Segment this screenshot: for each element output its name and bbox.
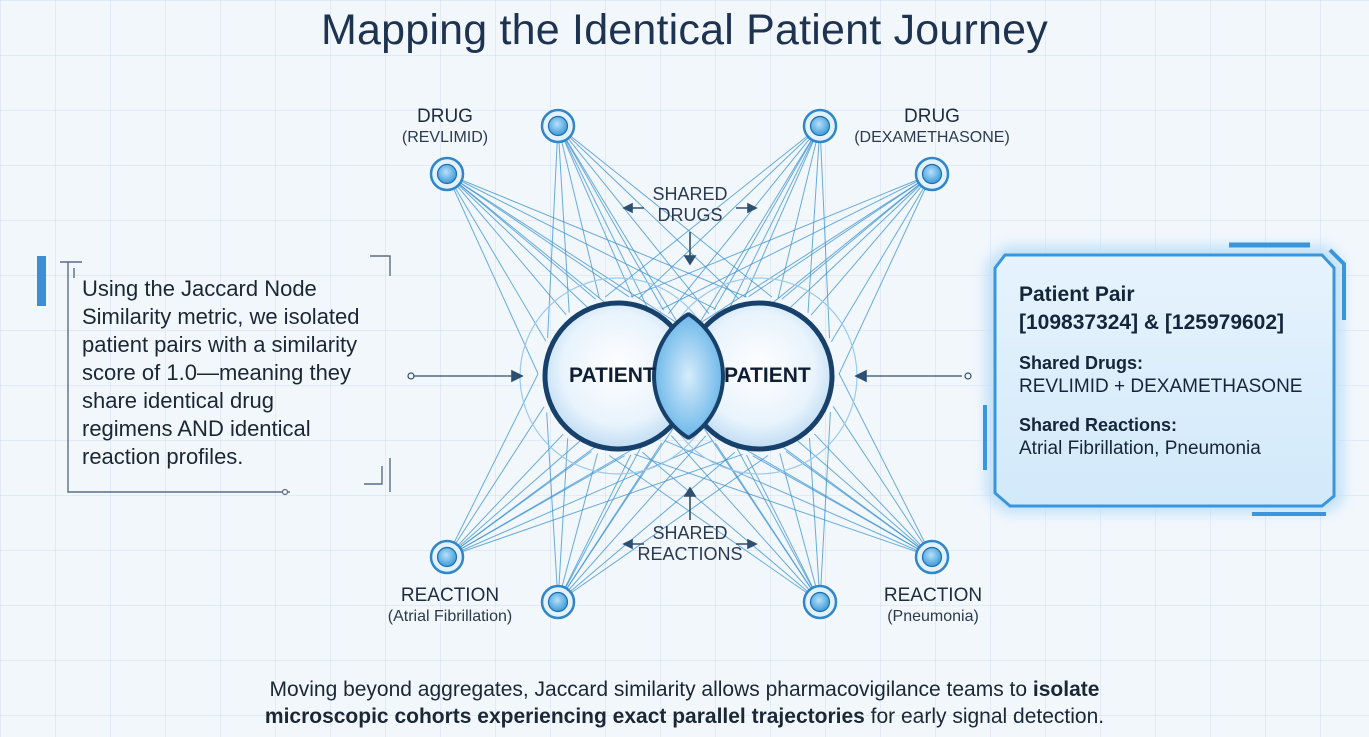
connection-line [630,173,933,298]
connection-line [557,125,664,311]
connection-line [807,125,821,313]
connection-line [713,125,821,311]
connection-line [777,125,821,299]
connection-line [446,173,630,298]
arrows [412,202,962,550]
connection-line [557,125,773,298]
connection-line [688,125,821,340]
left-panel-text: Using the Jaccard Node Similarity metric… [82,276,360,469]
drug-node-dexamethasone [914,156,950,192]
patient-circles [519,277,858,475]
connection-line [608,455,821,603]
connection-line [446,453,743,558]
connection-line [838,173,933,375]
reaction-node-afib [429,539,465,575]
connection-line [781,173,933,300]
connection-line [638,125,821,300]
shared-drugs-value: REVLIMID + DEXAMETHASONE [1019,376,1303,397]
connection-line [685,173,933,334]
connection-line [446,433,564,558]
reaction-node-pneumonia [914,539,950,575]
connection-line [446,173,567,316]
connection-line [832,406,933,558]
connection-line [546,412,559,603]
connection-line [809,437,821,603]
connection-line [838,373,933,558]
connection-line [557,125,689,340]
page-title: Mapping the Identical Patient Journey [321,6,1048,54]
reaction-afib-label: REACTION (Atrial Fibrillation) [387,585,513,625]
connection-line [744,125,821,298]
shared-reactions-value: Atrial Fibrillation, Pneumonia [1019,438,1261,459]
connection-line [779,453,821,603]
shared-drugs-label: SHARED DRUGS [652,184,728,225]
reaction-pneumonia-label: REACTION (Pneumonia) [883,585,983,625]
connection-line [547,125,559,339]
patient-left-label: PATIENT [569,364,656,387]
connection-line [557,408,687,603]
patient-pair-ids: [109837324] & [125979602] [1019,311,1285,334]
connection-line [746,454,821,603]
connection-line [446,406,545,558]
patient-pair-card: Patient Pair [109837324] & [125979602] S… [1019,281,1329,461]
card-heading: Patient Pair [1019,283,1135,306]
reaction-node-inner-left [540,584,576,620]
connection-line [830,173,933,342]
connection-line [446,173,693,333]
connection-line [557,453,598,603]
connection-line [446,173,539,374]
connection-line [446,373,539,558]
connection-line [752,455,933,558]
connection-line [714,442,821,603]
connection-line [748,173,933,298]
connection-line [557,125,634,298]
connection-line [557,125,570,313]
connection-line [810,173,933,316]
shared-reactions-label: SHARED REACTIONS [637,523,743,564]
connection-line [557,455,769,603]
connection-line [667,125,821,315]
drug-node-inner-left [540,108,576,144]
connection-line [446,173,716,310]
connection-line [557,438,569,603]
connection-line [604,125,821,298]
patient-right-label: PATIENT [724,364,811,387]
connection-line [670,435,821,603]
connection-line [634,453,933,558]
connection-line [557,125,600,299]
connection-line [785,450,933,558]
connection-line [446,173,547,342]
outer-nodes [429,108,950,620]
connection-line [819,411,831,603]
connection-line [557,454,632,603]
drug-node-inner-right [802,108,838,144]
connection-line [557,125,710,315]
connection-line [557,435,707,603]
left-panel-accent [37,256,46,306]
connection-line [446,173,597,300]
drug-dexamethasone-label: DRUG (DEXAMETHASONE) [854,106,1010,146]
drug-node-revlimid [429,156,465,192]
connection-line [557,451,736,603]
shared-reactions-heading: Shared Reactions: [1019,415,1178,435]
connection-line [661,173,933,310]
connection-line [642,451,821,603]
connection-line [446,173,747,298]
info-card-frame [983,242,1346,516]
drug-revlimid-label: DRUG (REVLIMID) [401,106,489,146]
connection-line [813,433,933,558]
left-panel-frame [60,255,391,493]
shared-drugs-heading: Shared Drugs: [1019,353,1144,373]
connection-line [819,125,830,339]
connection-line [557,125,740,299]
reaction-node-inner-right [802,584,838,620]
footer-caption: Moving beyond aggregates, Jaccard simila… [264,678,1105,728]
